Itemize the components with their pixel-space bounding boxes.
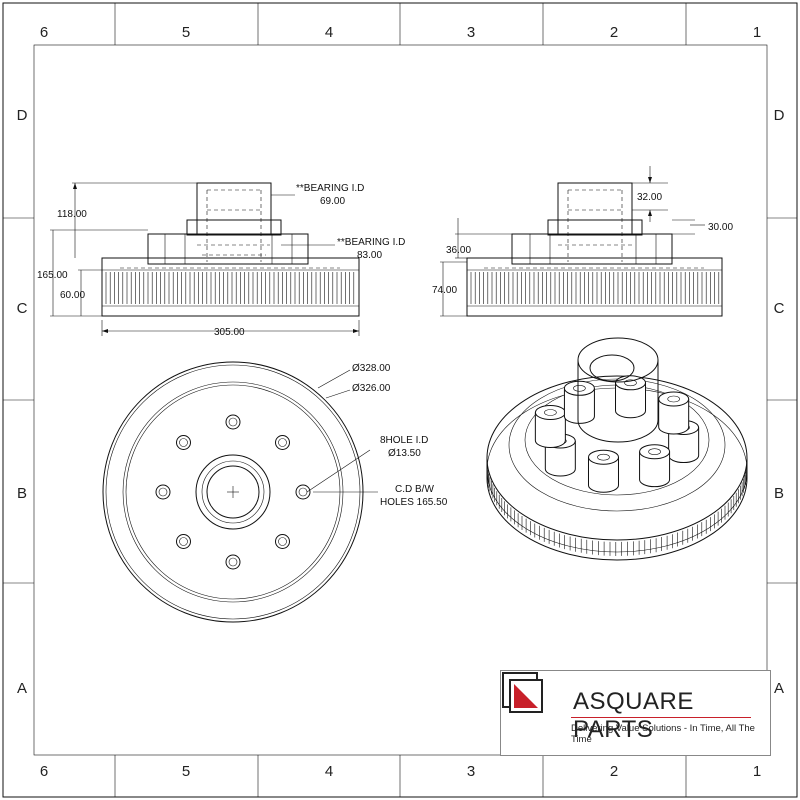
- col-label-bottom: 1: [753, 763, 761, 780]
- row-label-right: A: [774, 680, 784, 697]
- zone-ticks: [3, 3, 797, 797]
- drum-fins: [105, 272, 355, 304]
- logo-divider: [571, 717, 751, 718]
- bolt-hole: [155, 484, 171, 500]
- col-label-top: 4: [325, 24, 333, 41]
- row-label-left: D: [17, 107, 28, 124]
- bearing-outer-label: **BEARING I.D: [296, 183, 364, 194]
- holes-label: 8HOLE I.D: [380, 435, 428, 446]
- col-label-bottom: 2: [610, 763, 618, 780]
- dim-36: 36.00: [446, 245, 471, 256]
- row-label-right: B: [774, 485, 784, 502]
- drum-fins: [487, 464, 748, 556]
- dim-32: 32.00: [637, 192, 662, 203]
- row-label-left: C: [17, 300, 28, 317]
- wheel-stud: [544, 440, 576, 477]
- col-label-top: 5: [182, 24, 190, 41]
- title-block: ASQUARE PARTS Delivering Value Solutions…: [500, 670, 771, 756]
- row-label-right: C: [774, 300, 785, 317]
- col-label-bottom: 6: [40, 763, 48, 780]
- cd-label: C.D B/W: [395, 484, 434, 495]
- row-label-right: D: [774, 107, 785, 124]
- cd-value: HOLES 165.50: [380, 497, 448, 508]
- bolt-hole: [295, 484, 311, 500]
- bearing-outer-value: 69.00: [320, 196, 345, 207]
- front-view: [102, 361, 378, 623]
- wheel-studs: [534, 375, 700, 493]
- wheel-stud: [587, 457, 619, 493]
- row-label-left: B: [17, 485, 27, 502]
- dia-outer: Ø328.00: [352, 363, 391, 374]
- col-label-bottom: 5: [182, 763, 190, 780]
- wheel-stud: [658, 399, 690, 435]
- isometric-view: [486, 337, 748, 561]
- drum-fins: [470, 272, 720, 304]
- side-view-left: [50, 182, 360, 336]
- dim-60: 60.00: [60, 290, 85, 301]
- col-label-top: 3: [467, 24, 475, 41]
- company-tagline: Delivering Value Solutions - In Time, Al…: [571, 723, 755, 745]
- dim-118: 118.00: [57, 209, 87, 220]
- holes-dia: Ø13.50: [388, 448, 421, 459]
- dim-30: 30.00: [708, 222, 733, 233]
- col-label-top: 1: [753, 24, 761, 41]
- col-label-bottom: 4: [325, 763, 333, 780]
- bearing-inner-value: 83.00: [357, 250, 382, 261]
- bolt-hole: [275, 435, 290, 450]
- bolt-hole: [176, 435, 191, 450]
- wheel-stud: [563, 388, 595, 424]
- dia-inner: Ø326.00: [352, 383, 391, 394]
- bolt-hole: [275, 534, 290, 549]
- wheel-stud: [534, 412, 566, 448]
- dim-74: 74.00: [432, 285, 457, 296]
- bolt-hole: [225, 554, 241, 570]
- dim-165: 165.00: [37, 270, 68, 281]
- wheel-stud: [639, 451, 671, 488]
- inner-border: [33, 44, 768, 756]
- bearing-inner-label: **BEARING I.D: [337, 237, 405, 248]
- col-label-top: 6: [40, 24, 48, 41]
- dim-305: 305.00: [214, 327, 245, 338]
- bolt-hole: [225, 414, 241, 430]
- col-label-top: 2: [610, 24, 618, 41]
- side-view-right: [440, 166, 723, 317]
- company-name: ASQUARE PARTS: [573, 688, 694, 743]
- company-logo-icon: [502, 672, 543, 713]
- bolt-holes: [155, 414, 311, 570]
- wheel-stud: [615, 382, 647, 419]
- row-label-left: A: [17, 680, 27, 697]
- col-label-bottom: 3: [467, 763, 475, 780]
- bolt-hole: [176, 534, 191, 549]
